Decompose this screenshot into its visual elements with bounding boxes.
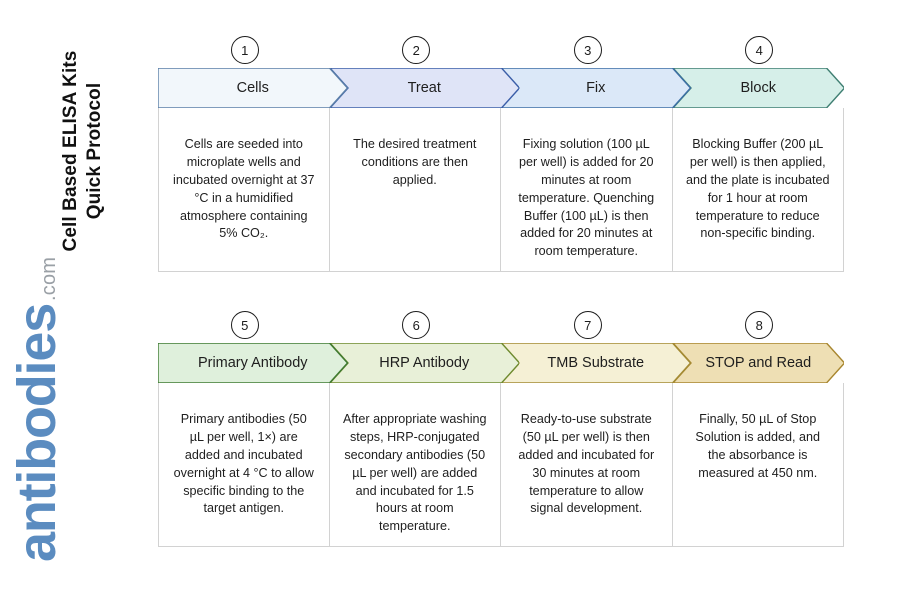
step-chevron[interactable]: STOP and Read <box>672 343 844 383</box>
step-chevron-shape <box>329 68 519 108</box>
step-description-text: Fixing solution (100 µL per well) is add… <box>518 137 655 259</box>
step-description-text: After appropriate washing steps, HRP-con… <box>342 412 487 534</box>
step-chevron-shape <box>329 343 519 383</box>
step-description-card: Fixing solution (100 µL per well) is add… <box>501 108 673 272</box>
step-description-card: After appropriate washing steps, HRP-con… <box>329 383 501 547</box>
step-chevron[interactable]: Block <box>672 68 844 108</box>
step-chevron-shape <box>501 343 691 383</box>
step-label: Block <box>740 80 776 96</box>
step-chevron[interactable]: HRP Antibody <box>329 343 519 383</box>
step-label: Fix <box>586 80 606 96</box>
step-label: STOP and Read <box>705 355 812 371</box>
step-description-text: Primary antibodies (50 µL per well, 1×) … <box>173 412 314 516</box>
step-chevron[interactable]: TMB Substrate <box>501 343 691 383</box>
step-chevron-shape <box>158 68 348 108</box>
step-description-card: Blocking Buffer (200 µL per well) is the… <box>672 108 844 272</box>
step-chevron[interactable]: Fix <box>501 68 691 108</box>
logo-brand-text: antibodies <box>7 303 67 562</box>
step-number-badge: 5 <box>230 311 259 339</box>
step-description-card: The desired treatment conditions are the… <box>329 108 501 272</box>
step-description-card: Ready-to-use substrate (50 µL per well) … <box>501 383 673 547</box>
step-number-badge: 2 <box>402 36 431 64</box>
step-description-card: Primary antibodies (50 µL per well, 1×) … <box>158 383 330 547</box>
step-number-badge: 7 <box>573 311 602 339</box>
step-label: Primary Antibody <box>197 355 308 371</box>
step-badges-row-2: 5 6 7 8 <box>158 311 844 343</box>
step-chevron-shape <box>672 68 844 108</box>
step-description-text: The desired treatment conditions are the… <box>353 137 477 187</box>
step-chevrons-row-2: Primary Antibody HRP Antibody TMB Substrat… <box>158 343 844 383</box>
step-chevron[interactable]: Treat <box>329 68 519 108</box>
step-description-card: Cells are seeded into microplate wells a… <box>158 108 330 272</box>
page-title-line-1: Cell Based ELISA Kits <box>60 50 81 252</box>
step-badges-row-1: 1 2 3 4 <box>158 36 844 68</box>
step-description-text: Cells are seeded into microplate wells a… <box>173 137 315 241</box>
step-label: HRP Antibody <box>379 355 470 371</box>
step-chevron[interactable]: Cells <box>158 68 348 108</box>
step-number-badge: 4 <box>745 36 774 64</box>
step-description-text: Finally, 50 µL of Stop Solution is added… <box>695 412 821 480</box>
step-chevron-shape <box>158 343 348 383</box>
step-description-text: Blocking Buffer (200 µL per well) is the… <box>685 137 830 241</box>
antibodies-logo: antibodies .com <box>7 257 90 562</box>
step-number-badge: 6 <box>402 311 431 339</box>
step-description-card: Finally, 50 µL of Stop Solution is added… <box>672 383 844 547</box>
step-chevron[interactable]: Primary Antibody <box>158 343 348 383</box>
step-number-badge: 3 <box>573 36 602 64</box>
step-number-badge: 1 <box>230 36 259 64</box>
step-label: TMB Substrate <box>547 355 645 371</box>
step-description-text: Ready-to-use substrate (50 µL per well) … <box>518 412 655 516</box>
step-chevron-shape <box>672 343 844 383</box>
step-label: Cells <box>236 80 269 96</box>
step-cards-row-2: Primary antibodies (50 µL per well, 1×) … <box>158 383 844 547</box>
step-label: Treat <box>407 80 441 96</box>
protocol-row-1: 1 2 3 4 Cells Treat Fix Block Cells are seeded… <box>158 36 844 272</box>
protocol-row-2: 5 6 7 8 Primary Antibody HRP Antibody TMB Sub… <box>158 311 844 547</box>
page-title: Cell Based ELISA Kits Quick Protocol <box>52 26 114 276</box>
page-title-line-2: Quick Protocol <box>84 82 105 220</box>
step-chevrons-row-1: Cells Treat Fix Block <box>158 68 844 108</box>
step-number-badge: 8 <box>745 311 774 339</box>
step-cards-row-1: Cells are seeded into microplate wells a… <box>158 108 844 272</box>
logo-tld-text: .com <box>38 256 60 301</box>
step-chevron-shape <box>501 68 691 108</box>
